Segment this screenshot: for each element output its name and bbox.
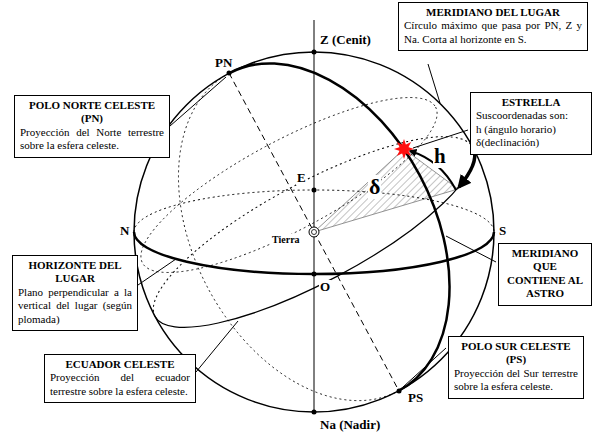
point-label: O xyxy=(319,280,331,294)
callout-box: ECUADOR CELESTEProyección del ecuador te… xyxy=(44,354,196,403)
vertical-axis xyxy=(314,20,315,414)
box-heading: POLO SUR CELESTE (PS) xyxy=(454,340,578,367)
box-body: Suscoordenadas son: xyxy=(476,109,586,122)
box-heading: MERIDIANO DEL LUGAR xyxy=(404,6,582,19)
box-body: Proyección del Norte terrestre sobre la … xyxy=(20,126,164,153)
point-label: PS xyxy=(407,391,424,405)
box-body: Proyección del ecuador terrestre sobre l… xyxy=(50,371,190,398)
point-label: S xyxy=(498,224,507,238)
callout-box: POLO SUR CELESTE (PS)Proyección del Sur … xyxy=(448,336,584,399)
point-label: E xyxy=(296,171,307,185)
box-body: δ(declinación) xyxy=(476,136,586,149)
box-heading: ESTRELLA xyxy=(476,96,586,109)
point-label: Z (Cenit) xyxy=(319,33,372,47)
box-body: Proyección del Sur terrestre sobre la es… xyxy=(454,367,578,394)
box-heading: POLO NORTE CELESTE (PN) xyxy=(20,99,164,126)
callout-box: MERIDIANO QUE CONTIENE AL ASTRO xyxy=(498,243,592,306)
box-body: h (ángulo horario) xyxy=(476,123,586,136)
box-body: Círculo máximo que pasa por PN, Z y Na. … xyxy=(404,19,582,46)
point-dots xyxy=(227,50,402,415)
polar-axis xyxy=(229,73,399,391)
callout-box: POLO NORTE CELESTE (PN)Proyección del No… xyxy=(14,95,170,158)
box-heading: ECUADOR CELESTE xyxy=(50,358,190,371)
point-label: PN xyxy=(214,56,233,70)
horizon-circle xyxy=(134,190,494,274)
earth-symbol xyxy=(309,227,319,237)
callout-box: HORIZONTE DEL LUGARPlano perpendicular a… xyxy=(12,255,138,331)
callout-box: MERIDIANO DEL LUGARCírculo máximo que pa… xyxy=(398,2,588,51)
box-heading: HORIZONTE DEL LUGAR xyxy=(18,259,132,286)
point-label: δ xyxy=(368,175,381,199)
box-body: Plano perpendicular a la vertical del lu… xyxy=(18,286,132,326)
leader-lines xyxy=(138,64,496,387)
box-heading: MERIDIANO QUE CONTIENE AL ASTRO xyxy=(504,247,586,301)
point-label: Tierra xyxy=(271,234,301,245)
point-label: N xyxy=(119,224,130,238)
star-symbol xyxy=(390,135,418,163)
point-label: h xyxy=(433,145,447,168)
hour-angle-arrow xyxy=(459,150,475,187)
star-parallel xyxy=(121,67,456,302)
point-label: Na (Nadir) xyxy=(319,418,381,432)
callout-box: ESTRELLASuscoordenadas son:h (ángulo hor… xyxy=(470,92,592,155)
